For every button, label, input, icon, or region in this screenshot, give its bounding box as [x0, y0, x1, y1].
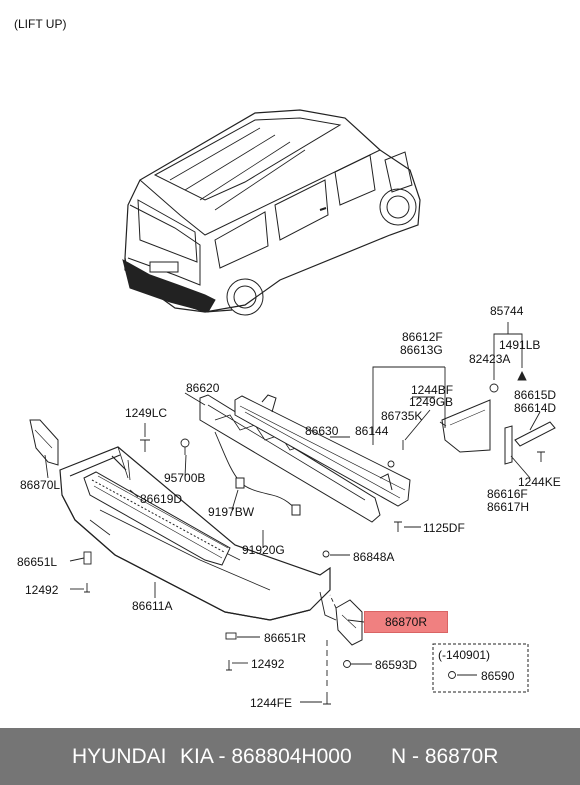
- part-label-1249gb[interactable]: 1249GB: [409, 395, 454, 409]
- part-label-12492-right[interactable]: 12492: [251, 657, 285, 671]
- part-label-86593d[interactable]: 86593D: [375, 658, 418, 672]
- bumper-beam: [234, 394, 411, 507]
- part-label-86630[interactable]: 86630: [305, 424, 339, 438]
- part-label-86590[interactable]: 86590: [481, 669, 515, 683]
- van-illustration: [122, 109, 421, 316]
- part-label-86617h[interactable]: 86617H: [487, 500, 530, 514]
- part-label-86613g[interactable]: 86613G: [400, 343, 443, 357]
- bracket-86615d: [514, 421, 556, 447]
- wiring-harness: [214, 431, 299, 513]
- part-label-1249lc[interactable]: 1249LC: [125, 406, 168, 420]
- part-label-82423a[interactable]: 82423A: [469, 352, 511, 366]
- part-label-86612f[interactable]: 86612F: [402, 330, 443, 344]
- part-label-1244fe[interactable]: 1244FE: [250, 696, 293, 710]
- part-label-95700b[interactable]: 95700B: [164, 471, 206, 485]
- part-label-86614d[interactable]: 86614D: [514, 401, 557, 415]
- part-label-86870r: 86870R: [384, 615, 428, 629]
- part-label-86619d[interactable]: 86619D: [140, 492, 183, 506]
- part-label-86620[interactable]: 86620: [186, 381, 220, 395]
- mud-guard-left: [29, 419, 59, 466]
- fasteners: [83, 370, 545, 705]
- part-label-85744[interactable]: 85744: [490, 304, 524, 318]
- part-label-91920g[interactable]: 91920G: [242, 543, 285, 557]
- part-label-9197bw[interactable]: 9197BW: [208, 505, 255, 519]
- part-label-1244ke[interactable]: 1244KE: [518, 475, 561, 489]
- part-label-86735k[interactable]: 86735K: [381, 409, 423, 423]
- part-label-86848a[interactable]: 86848A: [353, 550, 395, 564]
- part-label-86616f[interactable]: 86616F: [487, 487, 528, 501]
- footer-model-number: KIA - 868804H000: [180, 745, 352, 768]
- part-label-1125df[interactable]: 1125DF: [423, 521, 465, 535]
- part-label-86144[interactable]: 86144: [355, 424, 389, 438]
- footer-brand: HYUNDAI: [72, 745, 167, 768]
- part-label-1244bf[interactable]: 1244BF: [411, 383, 454, 397]
- highlighted-part-86870r[interactable]: 86870R: [364, 611, 448, 633]
- leader-lines: [44, 322, 541, 703]
- energy-absorber: [199, 394, 381, 523]
- lift-up-note: (LIFT UP): [14, 17, 67, 31]
- corner-trim: [441, 399, 491, 453]
- part-label-86651l[interactable]: 86651L: [17, 555, 58, 569]
- mud-guard-right: [335, 599, 363, 646]
- part-label-140901: (-140901): [438, 648, 491, 662]
- parts-diagram: (LIFT UP) 85744 86612F 86613G 1491LB 824…: [14, 17, 561, 710]
- footer-bar: HYUNDAI KIA - 868804H000 N - 86870R: [0, 728, 580, 785]
- bracket-strip-86616f: [504, 425, 513, 465]
- part-label-86615d[interactable]: 86615D: [514, 388, 557, 402]
- part-label-86611a[interactable]: 86611A: [132, 599, 173, 613]
- part-label-12492-left[interactable]: 12492: [25, 583, 59, 597]
- diagram-drawing: [29, 109, 556, 705]
- part-label-1491lb[interactable]: 1491LB: [499, 338, 541, 352]
- footer-part-number: N - 86870R: [391, 745, 499, 768]
- part-label-86651r[interactable]: 86651R: [264, 631, 307, 645]
- revision-box: [432, 643, 529, 693]
- part-label-86870l[interactable]: 86870L: [20, 478, 61, 492]
- step-pad: [83, 471, 231, 566]
